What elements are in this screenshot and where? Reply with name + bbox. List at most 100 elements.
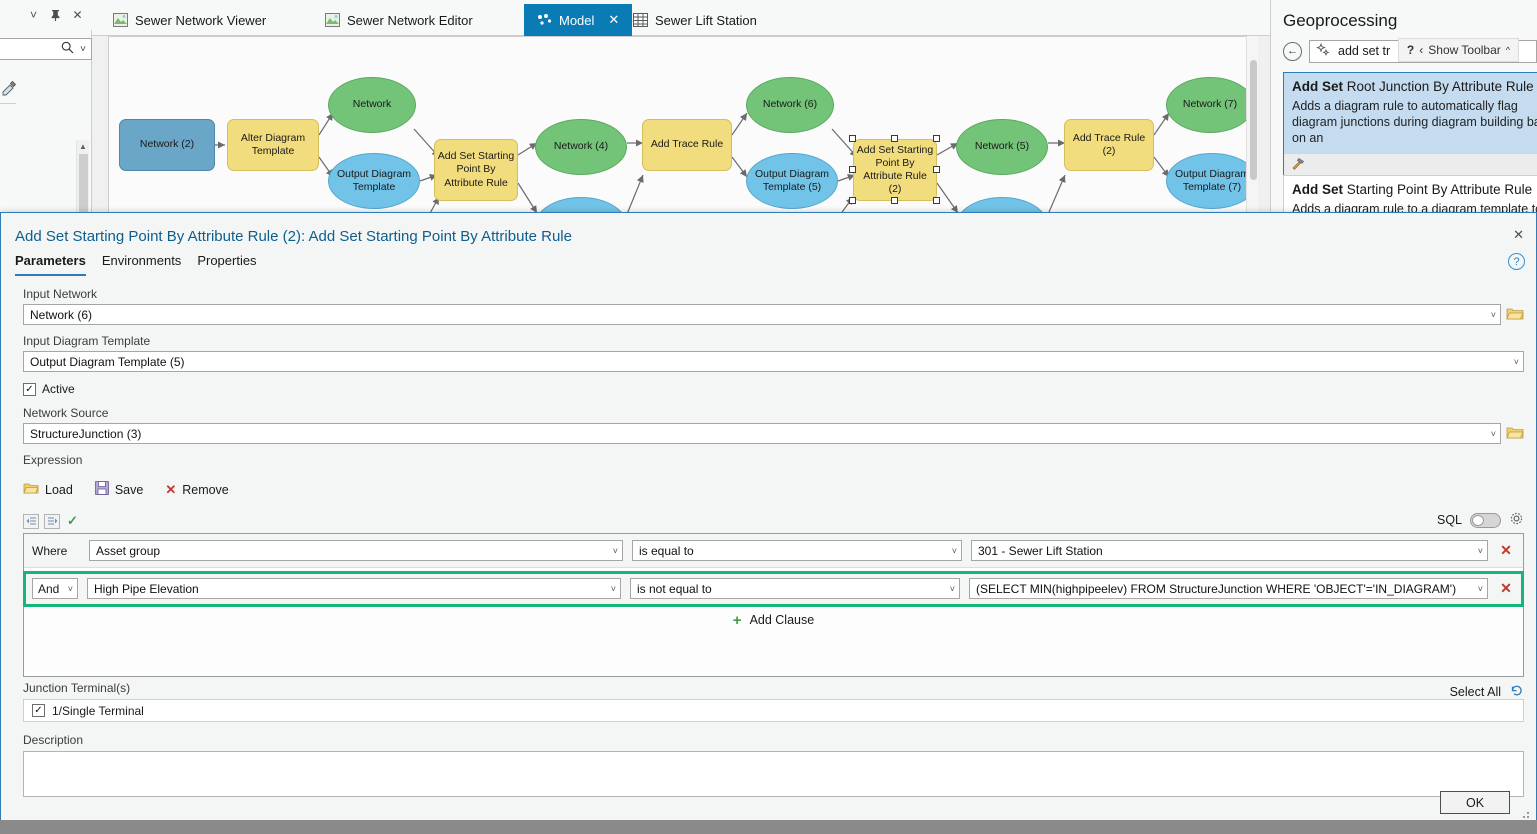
tab-sewer-network-editor[interactable]: Sewer Network Editor	[312, 4, 486, 36]
model-canvas[interactable]: Network (2) Alter Diagram Template Netwo…	[108, 36, 1258, 220]
table-icon	[633, 13, 648, 27]
tab-properties[interactable]: Properties	[197, 253, 257, 268]
geoprocessing-result-item[interactable]: Add Set Root Junction By Attribute Rule …	[1283, 72, 1537, 176]
chevron-down-icon[interactable]: ˅	[1513, 356, 1519, 367]
canvas-toolbar-strip[interactable]: ? ‹ Show Toolbar ^	[1397, 38, 1519, 62]
model-node[interactable]: Network (2)	[119, 119, 215, 171]
chevron-down-icon[interactable]: ˅	[29, 8, 37, 22]
scrollbar-thumb[interactable]	[1250, 60, 1257, 180]
close-icon[interactable]: ✕	[608, 12, 620, 27]
chevron-down-icon[interactable]: ˅	[951, 545, 957, 556]
network-source-combobox[interactable]: StructureJunction (3) ˅	[23, 423, 1501, 444]
remove-x-icon[interactable]: ✕	[1500, 580, 1512, 596]
validate-check-icon[interactable]: ✓	[67, 513, 78, 528]
clause-value-combobox[interactable]: (SELECT MIN(highpipeelev) FROM Structure…	[969, 578, 1488, 599]
model-node[interactable]: Output Diagram Template (7)	[1166, 153, 1257, 209]
expression-clause-row[interactable]: Where Asset group ˅ is equal to ˅ 301 - …	[24, 534, 1523, 568]
chevron-down-icon[interactable]: ˅	[610, 583, 616, 594]
ok-button[interactable]: OK	[1440, 791, 1510, 814]
clause-connector-dropdown[interactable]: And ˅	[32, 578, 78, 599]
chevron-down-icon[interactable]: ˅	[1477, 545, 1483, 556]
resize-handle[interactable]	[933, 135, 940, 142]
terminal-checkbox[interactable]: ✓	[32, 704, 45, 717]
input-diagram-template-combobox[interactable]: Output Diagram Template (5) ˅	[23, 351, 1524, 372]
gear-icon[interactable]	[1509, 511, 1524, 529]
help-icon[interactable]: ?	[1406, 43, 1415, 57]
outdent-icon[interactable]	[23, 513, 39, 529]
caret-up-icon[interactable]: ^	[1505, 45, 1510, 55]
model-node-selected[interactable]: Add Set Starting Point By Attribute Rule…	[853, 139, 937, 201]
scroll-up-icon[interactable]: ▲	[79, 142, 87, 151]
pin-icon[interactable]	[49, 9, 62, 22]
junction-terminals-list[interactable]: ✓ 1/Single Terminal	[23, 699, 1524, 722]
undo-icon[interactable]	[1509, 683, 1524, 701]
tab-model[interactable]: Model ✕	[524, 4, 633, 36]
resize-handle[interactable]	[933, 197, 940, 204]
chevron-down-icon[interactable]: ˅	[949, 583, 955, 594]
canvas-vertical-scrollbar[interactable]	[1246, 36, 1258, 220]
tab-environments[interactable]: Environments	[101, 253, 182, 268]
model-node[interactable]: Add Trace Rule (2)	[1064, 119, 1154, 171]
model-node[interactable]: Output Diagram Template (5)	[746, 153, 838, 209]
resize-handle[interactable]	[849, 166, 856, 173]
save-expression-button[interactable]: Save	[94, 481, 143, 498]
edit-tool-icon	[0, 78, 20, 98]
model-node[interactable]: Add Set Starting Point By Attribute Rule	[434, 139, 518, 201]
chevron-down-icon[interactable]: ˅	[612, 545, 618, 556]
load-expression-button[interactable]: Load	[23, 481, 73, 498]
active-checkbox-row[interactable]: ✓ Active	[23, 382, 75, 396]
clause-field-combobox[interactable]: Asset group ˅	[89, 540, 623, 561]
folder-icon[interactable]	[1506, 425, 1524, 442]
tab-sewer-lift-station[interactable]: Sewer Lift Station	[620, 4, 770, 36]
clause-operator-combobox[interactable]: is not equal to ˅	[630, 578, 960, 599]
active-checkbox[interactable]: ✓	[23, 382, 36, 396]
model-node[interactable]: Add Trace Rule	[642, 119, 732, 171]
select-all-label[interactable]: Select All	[1449, 685, 1501, 699]
model-node[interactable]: Output Diagram Template	[328, 153, 420, 209]
network-source-label: Network Source	[23, 406, 109, 420]
result-title-bold: Add Set	[1292, 79, 1344, 94]
folder-open-icon	[23, 481, 39, 498]
model-node[interactable]: Network	[328, 77, 416, 133]
sql-toggle[interactable]	[1470, 512, 1501, 528]
select-all-control[interactable]: Select All	[1450, 683, 1524, 701]
expression-clause-row[interactable]: And ˅ High Pipe Elevation ˅ is not equal…	[23, 571, 1524, 607]
remove-expression-button[interactable]: ✕ Remove	[165, 482, 228, 498]
tool-dialog: Add Set Starting Point By Attribute Rule…	[0, 212, 1537, 826]
resize-handle[interactable]	[933, 166, 940, 173]
chevron-left-icon[interactable]: ‹	[1419, 43, 1424, 57]
model-node[interactable]: Network (6)	[746, 77, 834, 133]
help-icon[interactable]: ?	[1508, 253, 1525, 270]
indent-icon[interactable]	[44, 513, 60, 529]
chevron-down-icon[interactable]: ˅	[67, 583, 73, 594]
close-icon[interactable]: ✕	[72, 8, 83, 22]
add-clause-label: Add Clause	[749, 613, 815, 627]
resize-handle[interactable]	[891, 197, 898, 204]
remove-x-icon[interactable]: ✕	[1500, 542, 1512, 558]
chevron-down-icon[interactable]: ˅	[80, 43, 86, 55]
resize-handle[interactable]	[849, 197, 856, 204]
chevron-down-icon[interactable]: ˅	[1490, 309, 1496, 320]
clause-field-combobox[interactable]: High Pipe Elevation ˅	[87, 578, 621, 599]
add-clause-button[interactable]: + Add Clause	[24, 606, 1523, 634]
input-diagram-template-label: Input Diagram Template	[23, 334, 151, 348]
chevron-down-icon[interactable]: ˅	[1477, 583, 1483, 594]
model-node[interactable]: Network (5)	[956, 119, 1048, 175]
folder-icon[interactable]	[1506, 306, 1524, 323]
tab-parameters[interactable]: Parameters	[15, 253, 86, 276]
clause-operator-combobox[interactable]: is equal to ˅	[632, 540, 962, 561]
clause-value-combobox[interactable]: 301 - Sewer Lift Station ˅	[971, 540, 1488, 561]
resize-handle[interactable]	[849, 135, 856, 142]
show-toolbar-label[interactable]: Show Toolbar	[1428, 43, 1501, 57]
model-node[interactable]: Network (4)	[535, 119, 627, 175]
input-network-combobox[interactable]: Network (6) ˅	[23, 304, 1501, 325]
model-node[interactable]: Network (7)	[1166, 77, 1254, 133]
back-arrow-icon[interactable]: ←	[1283, 41, 1302, 61]
close-icon[interactable]: ✕	[1513, 227, 1524, 242]
left-pane-search-input[interactable]: ˅	[0, 38, 92, 60]
tab-sewer-network-viewer[interactable]: Sewer Network Viewer	[100, 4, 279, 36]
resize-handle[interactable]	[891, 135, 898, 142]
chevron-down-icon[interactable]: ˅	[1490, 428, 1496, 439]
model-node[interactable]: Alter Diagram Template	[227, 119, 319, 171]
description-textarea[interactable]	[23, 751, 1524, 797]
